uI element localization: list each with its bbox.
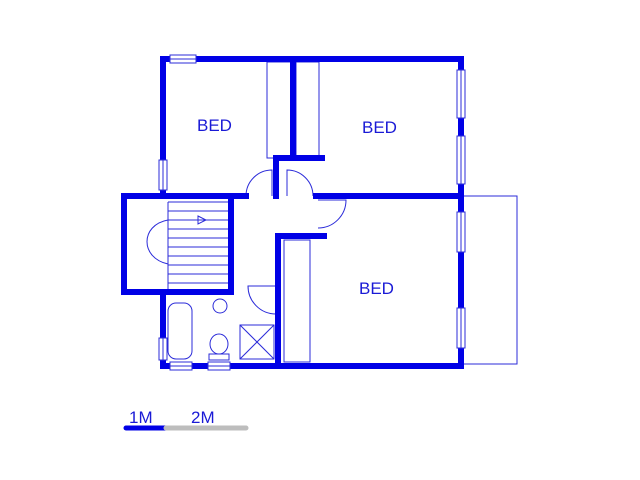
room-label-bed-3: BED bbox=[359, 279, 394, 298]
door-bed1 bbox=[245, 169, 273, 197]
balcony-outline bbox=[460, 195, 518, 365]
door-bathroom bbox=[247, 285, 277, 315]
bath bbox=[167, 302, 193, 360]
door-bed3 bbox=[317, 199, 347, 229]
toilet-cistern bbox=[208, 353, 230, 361]
door-bed2 bbox=[286, 169, 314, 197]
cupboard-1 bbox=[266, 61, 294, 159]
fixtures bbox=[146, 61, 518, 365]
door-swings bbox=[245, 169, 347, 315]
cupboard-3 bbox=[283, 239, 311, 363]
walls bbox=[121, 56, 464, 369]
cupboard-2 bbox=[295, 61, 320, 159]
room-label-bed-2: BED bbox=[362, 118, 397, 137]
basin bbox=[212, 298, 228, 314]
shower bbox=[239, 324, 275, 360]
room-label-bed-1: BED bbox=[197, 116, 232, 135]
windows bbox=[158, 54, 466, 371]
toilet-bowl bbox=[209, 333, 229, 355]
scale-bar: 1M 2M bbox=[123, 408, 249, 431]
scale-label-2m: 2M bbox=[191, 408, 215, 427]
scale-label-1m: 1M bbox=[129, 408, 153, 427]
staircase bbox=[146, 201, 228, 292]
